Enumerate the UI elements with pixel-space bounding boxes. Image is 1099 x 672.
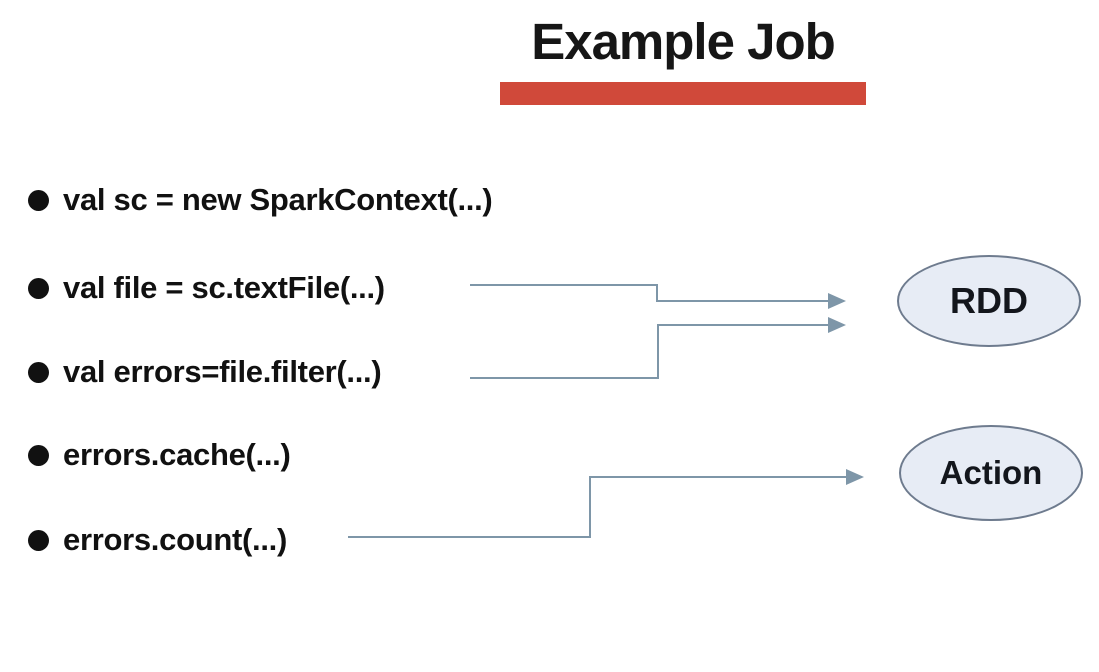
arrow-count-to-action bbox=[348, 469, 864, 538]
bullet-dot-icon bbox=[28, 529, 49, 551]
page-title: Example Job bbox=[531, 13, 836, 70]
bullet-item-sparkcontext: val sc = new SparkContext(...) bbox=[28, 178, 493, 222]
bullet-label: val sc = new SparkContext(...) bbox=[63, 182, 493, 217]
node-rdd: RDD bbox=[897, 255, 1081, 347]
bullet-label: val errors=file.filter(...) bbox=[63, 354, 382, 389]
bullet-item-count: errors.count(...) bbox=[28, 518, 287, 562]
bullet-item-cache: errors.cache(...) bbox=[28, 433, 291, 477]
bullet-label: errors.count(...) bbox=[63, 522, 287, 557]
bullet-dot-icon bbox=[28, 189, 49, 211]
arrow-textfile-to-rdd bbox=[470, 284, 846, 309]
bullet-item-textfile: val file = sc.textFile(...) bbox=[28, 266, 385, 310]
bullet-dot-icon bbox=[28, 444, 49, 466]
bullet-label: errors.cache(...) bbox=[63, 437, 291, 472]
bullet-dot-icon bbox=[28, 277, 49, 299]
bullet-dot-icon bbox=[28, 361, 49, 383]
bullet-item-filter: val errors=file.filter(...) bbox=[28, 350, 382, 394]
title-underline-bar bbox=[500, 82, 866, 105]
arrow-filter-to-rdd bbox=[470, 317, 846, 379]
node-rdd-label: RDD bbox=[950, 280, 1028, 321]
node-action: Action bbox=[899, 425, 1083, 521]
node-action-label: Action bbox=[939, 454, 1043, 491]
bullet-label: val file = sc.textFile(...) bbox=[63, 270, 385, 305]
